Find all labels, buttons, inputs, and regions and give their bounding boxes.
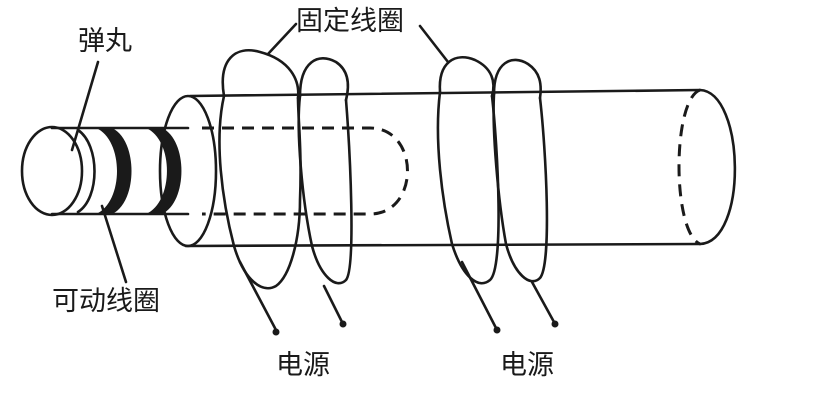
fixed-coil-1-back (221, 49, 300, 100)
label-moving-coil: 可动线圈 (52, 286, 160, 317)
fixed-coil-1-front-inner (297, 94, 353, 285)
leader-fixed-coil-left (266, 22, 298, 56)
barrel-far-end-solid (698, 88, 737, 246)
coil-2-lead-right (530, 280, 556, 324)
fixed-coil-1-back-inner (298, 57, 350, 102)
barrel-front-rim (158, 94, 218, 248)
projectile-ring (76, 128, 96, 214)
fixed-coil-2-front (436, 90, 500, 285)
coil-1-terminal-left (272, 328, 280, 336)
leader-projectile (70, 60, 100, 152)
projectile-front-face (20, 125, 84, 217)
label-power-source-2: 电源 (500, 350, 554, 381)
fixed-coil-2-back-inner (492, 58, 542, 100)
coil-1-lead-right (322, 284, 344, 324)
coil-1-terminal-right (339, 320, 347, 328)
projectile-body (50, 126, 190, 216)
coil-2-terminal-left (493, 326, 501, 334)
label-projectile: 弹丸 (78, 26, 132, 57)
leader-fixed-coil-right (418, 24, 450, 64)
leader-moving-coil (100, 204, 128, 284)
barrel-tube (184, 88, 702, 248)
coil-2-terminal-right (551, 320, 559, 328)
moving-coil-band-1 (96, 128, 132, 214)
fixed-coil-1-front (218, 94, 302, 290)
coil-2-lead-left (460, 260, 498, 330)
label-fixed-coil: 固定线圈 (296, 6, 404, 37)
coil-1-lead-left (238, 260, 278, 332)
label-power-source-1: 电源 (276, 350, 330, 381)
barrel-far-end-hidden (677, 88, 701, 246)
inner-projectile-hidden (202, 126, 409, 216)
moving-coil-band-2 (146, 128, 182, 214)
fixed-coil-2-back (438, 56, 495, 98)
fixed-coil-2-front-inner (492, 92, 549, 283)
